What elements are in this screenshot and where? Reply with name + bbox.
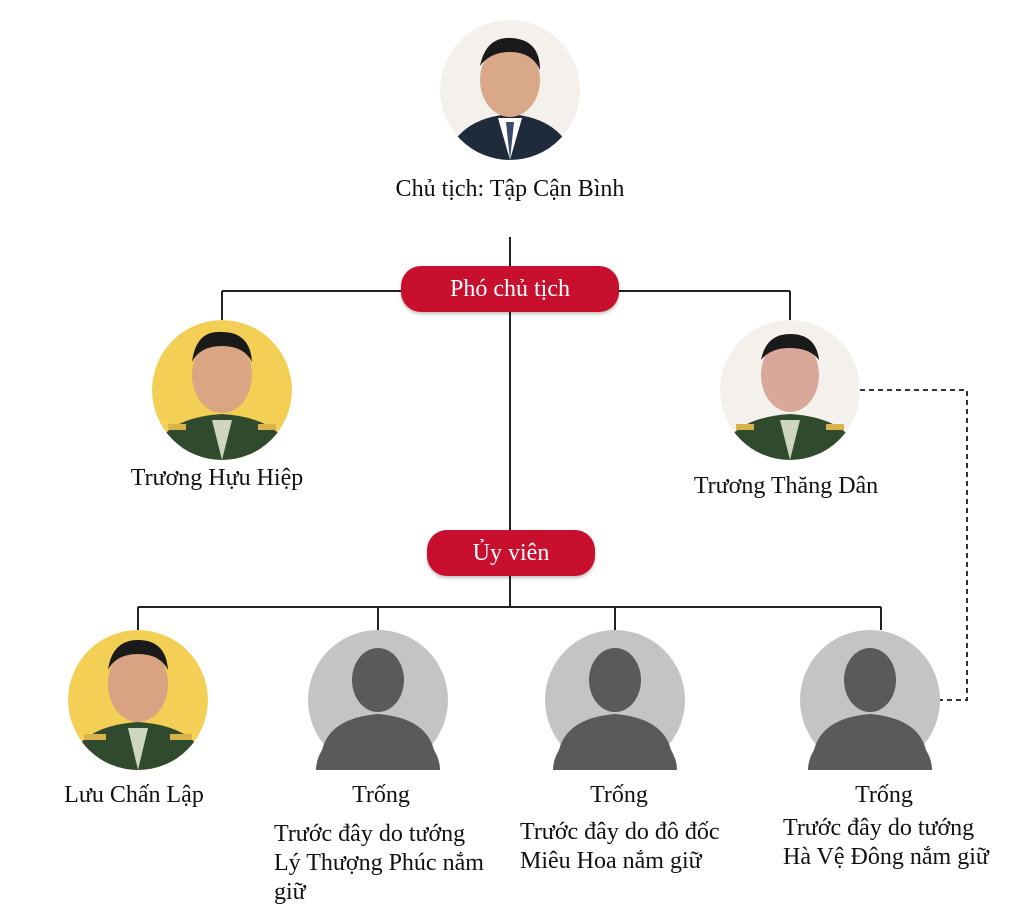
member-4-note: Trước đây do tướng Hà Vệ Đông nắm giữ [783, 815, 989, 870]
vice-chair-2-name: Trương Thăng Dân [693, 473, 879, 499]
member-2-name: Trống [352, 782, 410, 808]
vice-chair-1-name: Trương Hựu Hiệp [130, 465, 304, 491]
dashed-connector [860, 389, 968, 701]
vacant-portrait-1 [308, 630, 448, 770]
member-3-name: Trống [590, 782, 648, 808]
connector-lines [137, 237, 882, 630]
member-1-name: Lưu Chấn Lập [64, 782, 204, 808]
vice-chair-2-portrait [720, 320, 860, 460]
vice-chair-1-portrait [152, 320, 292, 460]
vice-chair-badge: Phó chủ tịch [401, 266, 619, 312]
chairman-portrait [440, 20, 580, 160]
member-3-note: Trước đây do đô đốc Miêu Hoa nắm giữ [520, 819, 720, 874]
member-4-name: Trống [855, 782, 913, 808]
member-2-note: Trước đây do tướng Lý Thượng Phúc nắm gi… [274, 821, 484, 905]
chairman-label: Chủ tịch: Tập Cận Bình [395, 176, 625, 202]
member-badge: Ủy viên [427, 530, 595, 576]
member-1-portrait [68, 630, 208, 770]
vacant-portrait-3 [800, 630, 940, 770]
vacant-portrait-2 [545, 630, 685, 770]
